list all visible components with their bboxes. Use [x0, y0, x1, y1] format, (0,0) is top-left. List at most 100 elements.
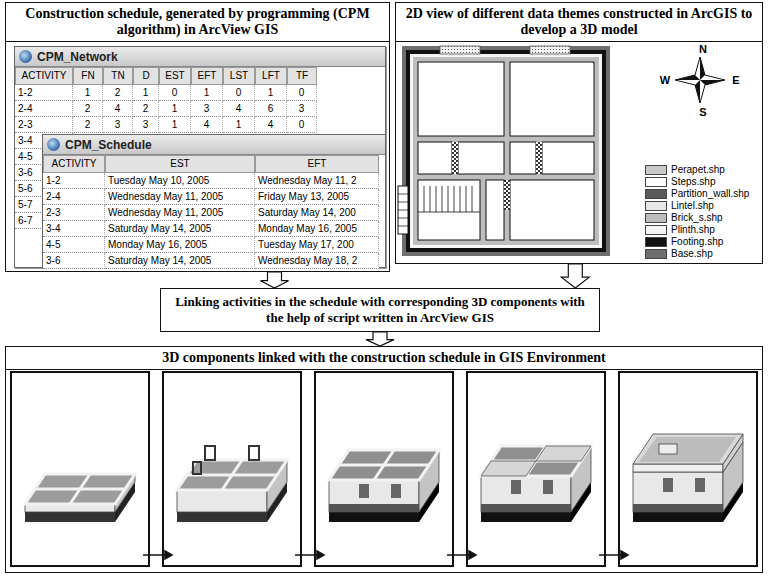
legend-swatch — [645, 213, 667, 223]
table-cell: 1-2 — [15, 85, 73, 101]
table-cell: 1 — [159, 101, 191, 117]
table-cell: 4-5 — [43, 237, 105, 253]
table-cell: Saturday May 14, 200 — [255, 205, 379, 221]
table-cell: 2 — [133, 101, 159, 117]
partition-wall — [536, 142, 542, 174]
legend-row: Steps.shp — [645, 176, 715, 188]
table-cell: 1 — [159, 117, 191, 133]
table-cell: 3 — [287, 101, 317, 117]
table-header-cell: ACTIVITY — [15, 67, 73, 85]
table-header-cell: TN — [103, 67, 133, 85]
table-cell: 2-3 — [43, 205, 105, 221]
partition-wall — [504, 180, 510, 210]
lintel — [530, 46, 570, 54]
table-cell: 2 — [103, 85, 133, 101]
stage-arrow — [143, 551, 628, 559]
compass-letter: W — [658, 74, 672, 86]
table-cell: Friday May 13, 2005 — [255, 189, 379, 205]
legend-text: Plinth.shp — [671, 224, 715, 236]
process-label: Linking activities in the schedule with … — [161, 291, 599, 329]
table-cell: 1 — [73, 85, 103, 101]
building-stage — [329, 450, 439, 522]
footing-layer — [406, 50, 606, 252]
north-arrow — [675, 57, 725, 103]
block-arrow — [261, 272, 289, 288]
table-cell: Wednesday May 11, 2005 — [105, 189, 255, 205]
table-cell: 4 — [223, 101, 255, 117]
table-cell: Wednesday May 18, 2 — [255, 253, 379, 269]
table-cell: 3 — [191, 101, 223, 117]
table-cell: 4 — [103, 101, 133, 117]
building-stage — [481, 446, 591, 522]
floor-plan — [398, 46, 610, 256]
table-cell: 3-4 — [43, 221, 105, 237]
panel-box: Construction schedule, generated by prog… — [5, 2, 390, 272]
panel-title: 3D components linked with the constructi… — [6, 347, 762, 370]
block-arrow — [366, 332, 394, 346]
panel-title: 2D view of different data themes constru… — [396, 3, 762, 42]
table-header-cell: EFT — [255, 155, 379, 173]
partition-wall — [452, 142, 458, 174]
table-cell: 1 — [133, 85, 159, 101]
table-header-cell: LST — [223, 67, 255, 85]
table-header-cell: EST — [105, 155, 255, 173]
legend-swatch — [645, 177, 667, 187]
table-cell: 2-3 — [15, 117, 73, 133]
legend-text: Base.shp — [671, 248, 713, 260]
legend-row: Plinth.shp — [645, 224, 715, 236]
table-cell: 1 — [255, 85, 287, 101]
panel-box: 3D components linked with the constructi… — [5, 346, 763, 573]
stage-images — [11, 372, 757, 566]
table-cell: Tuesday May 17, 200 — [255, 237, 379, 253]
table-cell: 0 — [287, 85, 317, 101]
stairs — [418, 186, 480, 212]
table-cell: 3 — [133, 117, 159, 133]
legend-swatch — [645, 201, 667, 211]
table-header-cell: LFT — [255, 67, 287, 85]
table-header-cell: TF — [287, 67, 317, 85]
table-cell: 4 — [255, 117, 287, 133]
table-header-cell: EST — [159, 67, 191, 85]
table-cell: 1 — [223, 117, 255, 133]
table-header-cell: FN — [73, 67, 103, 85]
table-cell: 2-4 — [15, 101, 73, 117]
table-cell: 6 — [255, 101, 287, 117]
table-cell: Wednesday May 11, 2 — [255, 173, 379, 189]
table-header-cell: D — [133, 67, 159, 85]
table-cell: Saturday May 14, 2005 — [105, 221, 255, 237]
table-cell: 3 — [103, 117, 133, 133]
building-stage — [25, 474, 135, 522]
legend-row: Partition_wall.shp — [645, 188, 749, 200]
plinth-layer — [410, 54, 602, 248]
table-cell: Wednesday May 11, 2005 — [105, 205, 255, 221]
legend-swatch — [645, 237, 667, 247]
table-cell: 4 — [191, 117, 223, 133]
legend-row: Footing.shp — [645, 236, 723, 248]
legend-row: Lintel.shp — [645, 200, 714, 212]
table-cell: 1 — [191, 85, 223, 101]
legend-text: Lintel.shp — [671, 200, 714, 212]
lintel — [440, 46, 480, 54]
table-cell: 2 — [73, 117, 103, 133]
block-arrow — [561, 264, 589, 288]
table-cell: 2-4 — [43, 189, 105, 205]
table-cell: 0 — [159, 85, 191, 101]
table-cell: 3-6 — [43, 253, 105, 269]
legend-text: Partition_wall.shp — [671, 188, 749, 200]
process-box: Linking activities in the schedule with … — [160, 288, 600, 332]
base-layer — [402, 46, 610, 256]
rooms — [418, 62, 594, 240]
table-cell: 2 — [73, 101, 103, 117]
legend-swatch — [645, 249, 667, 259]
compass-letter: N — [696, 43, 710, 55]
table-window: CPM_ScheduleACTIVITYESTEFT1-2Tuesday May… — [42, 134, 386, 268]
table-cell: Saturday May 14, 2005 — [105, 253, 255, 269]
legend-text: Brick_s.shp — [671, 212, 723, 224]
building-stage — [177, 446, 287, 522]
legend-text: Steps.shp — [671, 176, 715, 188]
legend-row: Brick_s.shp — [645, 212, 723, 224]
table-cell: Monday May 16, 2005 — [105, 237, 255, 253]
building-stage — [633, 434, 743, 522]
brick-wall — [413, 57, 599, 245]
legend-row: Perapet.shp — [645, 164, 725, 176]
